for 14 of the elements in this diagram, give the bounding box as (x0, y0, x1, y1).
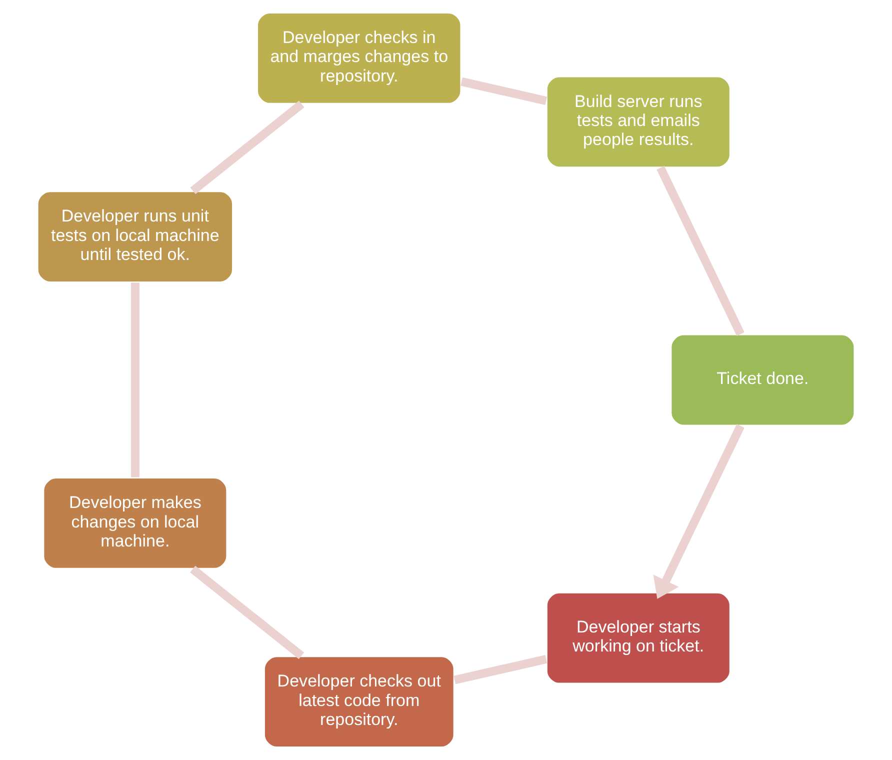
connector (460, 77, 548, 106)
connector (190, 566, 304, 660)
node-box: Developer checks in and marges changes to repository. (256, 11, 462, 105)
node-box: Developer checks out latest code from repository. (262, 655, 456, 749)
connector (454, 654, 548, 684)
node-box: Developer makes changes on local machine. (42, 476, 228, 570)
node-box: Developer starts working on ticket. (545, 591, 732, 685)
connector (190, 100, 304, 194)
node-box: Build server runs tests and emails people results. (545, 75, 732, 169)
node-box: Ticket done. (670, 333, 856, 427)
connector (130, 282, 140, 478)
connector (656, 166, 744, 336)
node-box: Developer runs unit tests on local machine until tested ok. (36, 190, 234, 284)
arrow (653, 424, 744, 599)
